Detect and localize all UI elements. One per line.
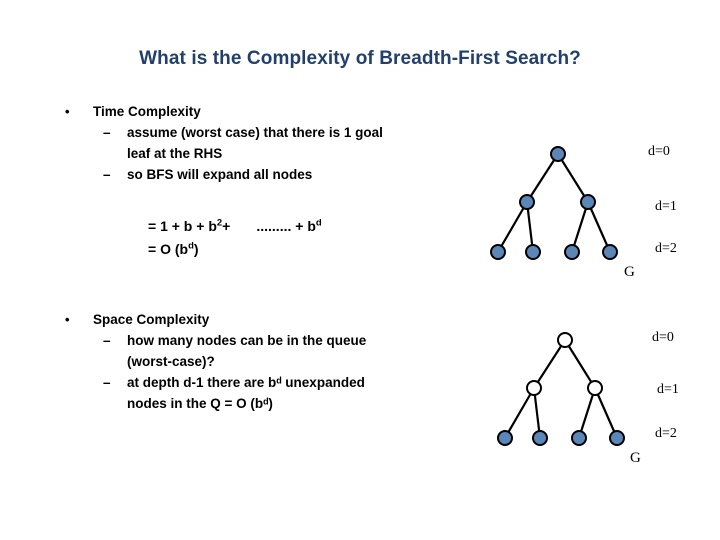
tree-node-d2-1	[497, 430, 513, 446]
edge-n2-right	[586, 201, 612, 253]
edge-n2-left	[577, 387, 597, 439]
edge-root-left	[533, 339, 566, 389]
tree-node-d2-4-goal	[609, 430, 625, 446]
depth-label-d1: d=1	[657, 382, 679, 397]
page-title: What is the Complexity of Breadth-First …	[139, 48, 581, 69]
edge-n2-left	[570, 201, 590, 253]
bullet-section-time-complexity: • Time Complexity – assume (worst case) …	[55, 102, 475, 185]
sub-bullet-row: – at depth d-1 there are bᵈ unexpanded	[55, 372, 475, 393]
depth-label-d2: d=2	[655, 241, 677, 256]
formula-plus: +	[222, 218, 231, 234]
tree-nodes	[497, 332, 625, 446]
edge-n2-right	[593, 387, 619, 439]
edge-n1-left	[497, 201, 528, 253]
tree-nodes	[490, 146, 618, 260]
formula-line-expansion: = 1 + b + b2+ ......... + bd	[148, 215, 322, 238]
edge-root-left	[526, 153, 559, 203]
time-complexity-tree	[490, 146, 618, 260]
bullet-marker-icon: •	[65, 104, 70, 119]
depth-label-d1: d=1	[655, 199, 677, 214]
edge-root-right	[557, 153, 589, 203]
formula-superscript-d: d	[315, 217, 322, 229]
dash-marker-icon: –	[103, 375, 111, 390]
edge-n1-left	[504, 387, 535, 439]
sub-bullet-continuation: nodes in the Q = O (bᵈ)	[127, 396, 273, 411]
space-complexity-tree	[497, 332, 625, 446]
sub-bullet-label: so BFS will expand all nodes	[127, 167, 313, 182]
formula-superscript-2: 2	[216, 217, 223, 229]
tree-node-d2-3	[564, 244, 580, 260]
formula-bigo-superscript: d	[188, 240, 194, 252]
sub-bullet-row: – how many nodes can be in the queue	[55, 330, 475, 351]
formula-prefix: = 1 + b + b	[148, 218, 217, 234]
sub-bullet-label: at depth d-1 there are bᵈ unexpanded	[127, 375, 365, 390]
tree-edges	[497, 153, 612, 253]
bullet-heading-label: Space Complexity	[93, 312, 210, 327]
tree-node-d1-left	[526, 380, 542, 396]
complexity-formula: = 1 + b + b2+......... + bd = O (bd)	[148, 215, 322, 261]
sub-bullet-row: – so BFS will expand all nodes	[55, 164, 475, 185]
sub-bullet-continuation: (worst-case)?	[127, 354, 215, 369]
dash-marker-icon: –	[103, 333, 111, 348]
tree-node-root	[557, 332, 573, 348]
sub-bullet-label: assume (worst case) that there is 1 goal	[127, 125, 383, 140]
depth-label-d0: d=0	[648, 144, 670, 159]
tree-node-d1-right	[587, 380, 603, 396]
formula-bigo-prefix: = O (b	[148, 241, 189, 257]
bullet-section-space-complexity: • Space Complexity – how many nodes can …	[55, 310, 475, 414]
tree-node-d1-right	[580, 194, 596, 210]
formula-line-bigo: = O (bd)	[148, 238, 322, 261]
tree-node-d2-1	[490, 244, 506, 260]
dash-marker-icon: –	[103, 125, 111, 140]
dash-marker-icon: –	[103, 167, 111, 182]
sub-bullet-continuation: leaf at the RHS	[127, 146, 223, 161]
goal-node-label: G	[630, 450, 641, 466]
formula-bigo-suffix: )	[193, 241, 199, 257]
bullet-heading-row: • Time Complexity	[55, 102, 475, 122]
tree-node-root	[550, 146, 566, 162]
tree-node-d2-2	[525, 244, 541, 260]
bullet-marker-icon: •	[65, 312, 70, 327]
bullet-heading-row: • Space Complexity	[55, 310, 475, 330]
edge-root-right	[564, 339, 596, 389]
formula-dots: ......... + b	[256, 218, 316, 234]
tree-edges	[504, 339, 619, 439]
sub-bullet-label: how many nodes can be in the queue	[127, 333, 367, 348]
depth-label-d2: d=2	[655, 426, 677, 441]
tree-node-d2-4-goal	[602, 244, 618, 260]
tree-node-d2-3	[571, 430, 587, 446]
bullet-heading-label: Time Complexity	[93, 104, 201, 119]
depth-label-d0: d=0	[652, 330, 674, 345]
edge-n1-right	[525, 201, 535, 253]
sub-bullet-row: – assume (worst case) that there is 1 go…	[55, 122, 475, 143]
tree-node-d1-left	[519, 194, 535, 210]
goal-node-label: G	[624, 264, 635, 280]
tree-node-d2-2	[532, 430, 548, 446]
edge-n1-right	[532, 387, 542, 439]
